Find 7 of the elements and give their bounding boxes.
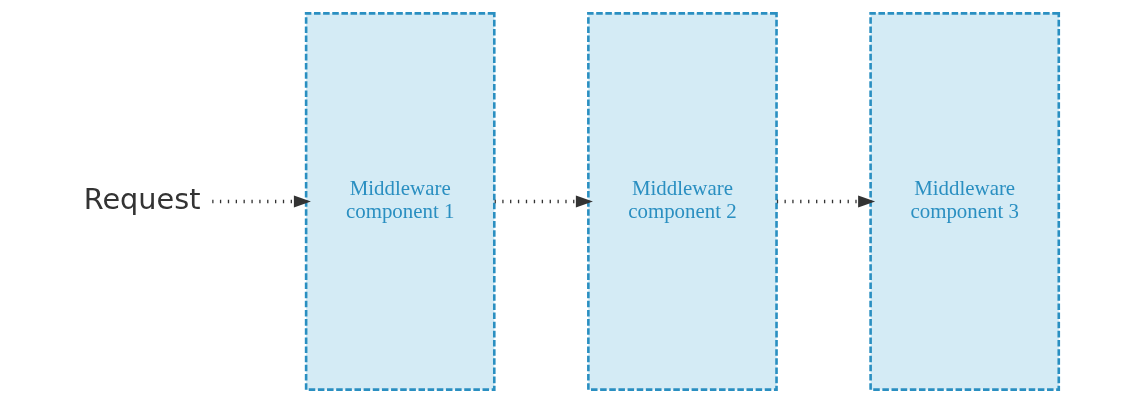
arrow <box>776 195 876 208</box>
arrow <box>212 195 311 208</box>
node-box: Middleware component 2 <box>587 12 778 391</box>
node-text: Request <box>83 181 201 216</box>
node-box: Middleware component 1 <box>304 12 496 391</box>
node-box: Middleware component 3 <box>869 12 1061 391</box>
arrow <box>494 195 593 208</box>
